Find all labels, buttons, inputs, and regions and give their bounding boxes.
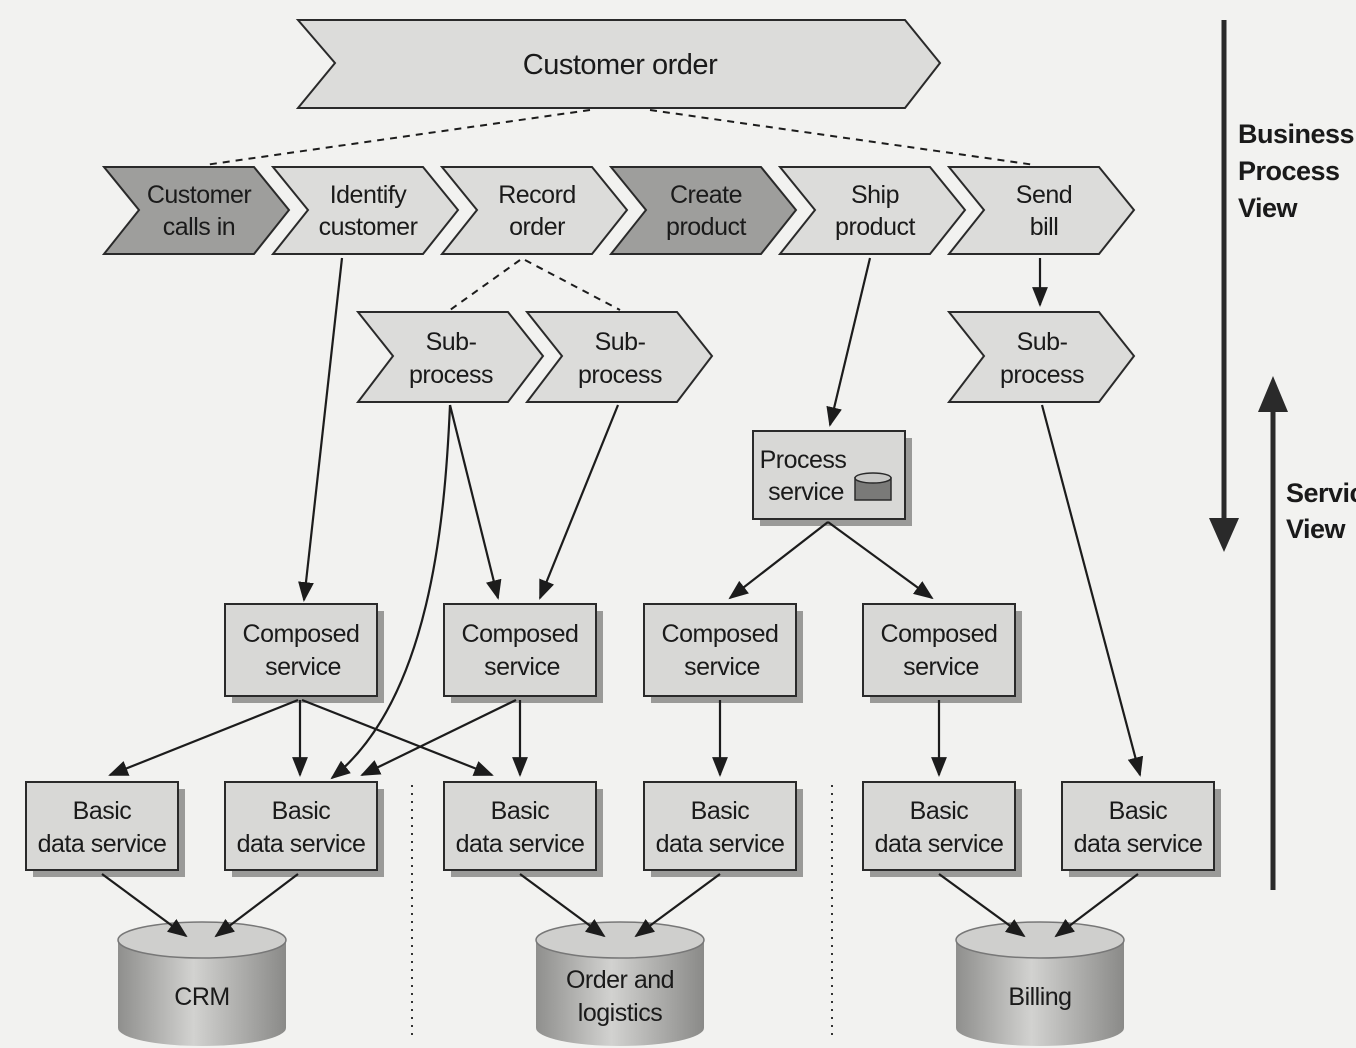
business-view-line-1: Business [1238, 119, 1354, 149]
business-view-line-3: View [1238, 193, 1299, 223]
composed-service-4: Composed service [862, 603, 1022, 703]
composed-services: Composed service Composed service Compos… [224, 603, 1022, 703]
composed-label-line-1: Composed [462, 620, 579, 648]
step-label-line-2: product [666, 213, 746, 241]
basic-label-line-1: Basic [491, 797, 550, 825]
sub-process-1: Sub- process [355, 311, 545, 403]
step-ship-product: Ship product [777, 166, 967, 255]
composed-service-1: Composed service [224, 603, 384, 703]
basic-label-line-1: Basic [910, 797, 969, 825]
step-record-order: Record order [439, 166, 629, 255]
step-customer-calls-in: Customer calls in [101, 166, 291, 255]
database-mini-icon [854, 472, 892, 501]
business-process-axis: Business Process View [1209, 20, 1355, 552]
composed-label-line-1: Composed [662, 620, 779, 648]
basic-label-line-2: data service [456, 830, 585, 858]
database-label-line-1: Order and [566, 966, 674, 994]
step-label-line-1: Identify [330, 181, 408, 209]
basic-label-line-1: Basic [272, 797, 331, 825]
composed-label-line-1: Composed [243, 620, 360, 648]
basic-data-service-1: Basic data service [25, 781, 185, 877]
sub-process-label-line-1: Sub- [595, 328, 646, 356]
basic-data-service-2: Basic data service [224, 781, 384, 877]
database-label-line-2: logistics [578, 999, 662, 1027]
database-label: CRM [174, 983, 229, 1011]
record-order-fanout [449, 259, 621, 311]
step-label-line-2: product [835, 213, 915, 241]
composed-service-2: Composed service [443, 603, 603, 703]
service-view-axis: Servic View [1258, 376, 1356, 890]
sub-process-label-line-2: process [1000, 361, 1084, 389]
process-service-label-line-2: service [768, 478, 844, 506]
basic-data-service-5: Basic data service [862, 781, 1022, 877]
billing-database: Billing [955, 921, 1125, 1046]
step-label-line-1: Record [498, 181, 576, 209]
composed-label-line-2: service [903, 653, 979, 681]
basic-data-service-4: Basic data service [643, 781, 803, 877]
business-view-line-2: Process [1238, 156, 1340, 186]
basic-label-line-2: data service [875, 830, 1004, 858]
customer-order-label: Customer order [523, 49, 718, 81]
sub-process-2: Sub- process [524, 311, 714, 403]
basic-data-services: Basic data service Basic data service Ba… [25, 781, 1221, 877]
basic-label-line-2: data service [656, 830, 785, 858]
service-view-line-2: View [1286, 514, 1347, 544]
process-steps: Customer calls in Identify customer Reco… [101, 166, 1136, 255]
step-label-line-1: Send [1016, 181, 1072, 209]
step-label-line-2: calls in [163, 213, 235, 241]
sub-process-3: Sub- process [946, 311, 1136, 403]
step-label-line-1: Create [670, 181, 742, 209]
basic-data-service-3: Basic data service [443, 781, 603, 877]
composed-label-line-2: service [684, 653, 760, 681]
database-label: Billing [1008, 983, 1071, 1011]
basic-label-line-1: Basic [73, 797, 132, 825]
crm-database: CRM [117, 921, 287, 1046]
sub-process-label-line-2: process [578, 361, 662, 389]
customer-order-chevron: Customer order [295, 19, 942, 109]
service-view-line-1: Servic [1286, 478, 1356, 508]
step-label-line-2: bill [1030, 213, 1059, 241]
step-label-line-2: order [509, 213, 565, 241]
basic-data-service-6: Basic data service [1061, 781, 1221, 877]
composed-label-line-2: service [265, 653, 341, 681]
composed-service-3: Composed service [643, 603, 803, 703]
step-label-line-1: Customer [147, 181, 252, 209]
basic-label-line-2: data service [1074, 830, 1203, 858]
basic-label-line-1: Basic [1109, 797, 1168, 825]
connectors [101, 257, 1144, 938]
sub-process-label-line-1: Sub- [426, 328, 477, 356]
order-logistics-database: Order and logistics [535, 921, 705, 1046]
step-label-line-1: Ship [851, 181, 899, 209]
composed-label-line-1: Composed [881, 620, 998, 648]
sub-process-label-line-1: Sub- [1017, 328, 1068, 356]
step-create-product: Create product [608, 166, 798, 255]
step-identify-customer: Identify customer [270, 166, 460, 255]
order-fanout-lines [204, 109, 1036, 166]
basic-label-line-1: Basic [691, 797, 750, 825]
sub-process-label-line-2: process [409, 361, 493, 389]
step-send-bill: Send bill [946, 166, 1136, 255]
process-service-label-line-1: Process [760, 446, 847, 474]
databases: CRM Order and logistics Billing [117, 921, 1125, 1046]
sub-processes: Sub- process Sub- process Sub- process [355, 311, 1136, 403]
step-label-line-2: customer [319, 213, 418, 241]
basic-label-line-2: data service [38, 830, 167, 858]
basic-label-line-2: data service [237, 830, 366, 858]
composed-label-line-2: service [484, 653, 560, 681]
process-service-box: Process service [752, 430, 912, 526]
